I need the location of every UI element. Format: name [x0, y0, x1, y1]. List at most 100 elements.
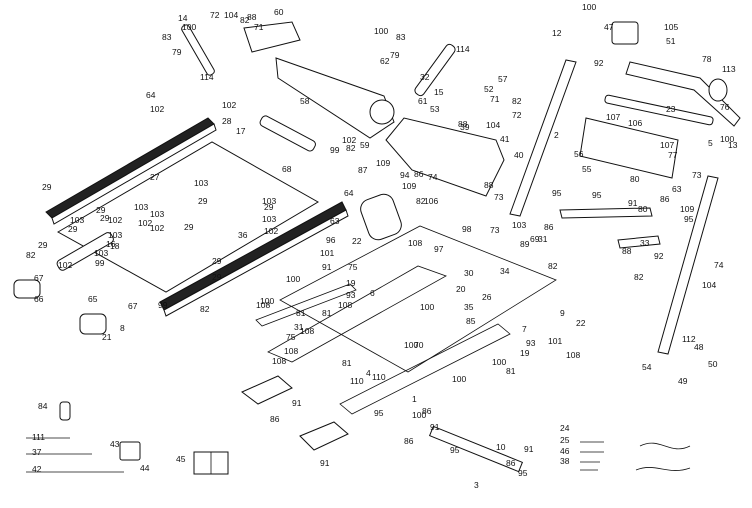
callout-label: 79: [172, 47, 182, 57]
callout-label: 95: [552, 188, 562, 198]
callout-label: 12: [552, 28, 562, 38]
callout-label: 80: [638, 204, 648, 214]
callout-label: 104: [486, 120, 500, 130]
callout-label: 108: [338, 300, 352, 310]
callout-label: 82: [634, 272, 644, 282]
callout-label: 40: [514, 150, 524, 160]
motor-hood: [275, 57, 395, 139]
callout-label: 86: [544, 222, 554, 232]
callout-label: 45: [176, 454, 186, 464]
callout-label: 106: [628, 118, 642, 128]
callout-label: 103: [512, 220, 526, 230]
callout-label: 92: [594, 58, 604, 68]
foot-right: [299, 421, 349, 451]
callout-label: 93: [346, 290, 356, 300]
callout-label: 29: [38, 240, 48, 250]
callout-label: 26: [482, 292, 492, 302]
safety-key-ring: [708, 78, 728, 102]
callout-label: 76: [720, 102, 730, 112]
callout-label: 8: [120, 323, 125, 333]
callout-label: 111: [32, 432, 45, 442]
callout-label: 29: [100, 213, 110, 223]
callout-label: 56: [574, 149, 584, 159]
callout-label: 73: [490, 225, 500, 235]
callout-label: 92: [654, 251, 664, 261]
callout-label: 103: [108, 230, 122, 240]
motor-cover-bracket: [243, 21, 301, 53]
callout-label: 82: [200, 304, 210, 314]
motor-shaft: [181, 24, 215, 76]
callout-label: 102: [150, 104, 164, 114]
callout-label: 38: [560, 456, 570, 466]
motor-tube: [414, 43, 456, 97]
left-deck-rail: [45, 117, 217, 225]
callout-label: 108: [272, 356, 286, 366]
callout-label: 81: [342, 358, 352, 368]
callout-label: 49: [678, 376, 688, 386]
callout-label: 29: [212, 256, 222, 266]
callout-label: 105: [664, 22, 678, 32]
callout-label: 17: [236, 126, 246, 136]
callout-label: 98: [462, 224, 472, 234]
motor-housing: [385, 117, 505, 197]
callout-label: 102: [150, 223, 164, 233]
callout-label: 89: [520, 239, 530, 249]
callout-label: 6: [370, 288, 375, 298]
callout-label: 64: [344, 188, 354, 198]
callout-label: 31: [294, 322, 304, 332]
callout-label: 29: [212, 272, 222, 282]
callout-label: 99: [158, 300, 168, 310]
callout-label: 75: [286, 332, 296, 342]
callout-label: 100: [260, 296, 274, 306]
callout-label: 100: [404, 340, 418, 350]
callout-label: 103: [262, 214, 276, 224]
callout-label: 88: [458, 119, 468, 129]
side-arm: [559, 207, 661, 249]
bolt-set: [26, 437, 604, 473]
callout-label: 39: [460, 122, 470, 132]
rear-roller: [259, 115, 316, 152]
callout-label: 109: [680, 204, 694, 214]
front-roller: [56, 232, 114, 271]
callout-label: 114: [200, 72, 214, 82]
callout-label: 109: [376, 158, 390, 168]
power-cord: [635, 442, 691, 471]
right-upright: [657, 175, 719, 355]
callout-label: 27: [150, 172, 160, 182]
callout-label: 110: [350, 376, 364, 386]
callout-label: 100: [720, 134, 734, 144]
callout-label: 69: [530, 234, 540, 244]
callout-label: 100: [492, 357, 506, 367]
callout-label: 100: [286, 274, 300, 284]
manual-book: [193, 451, 229, 475]
callout-label: 99: [330, 145, 340, 155]
callout-label: 29: [184, 222, 194, 232]
callout-label: 82: [26, 250, 36, 260]
callout-label: 109: [402, 181, 416, 191]
callout-label: 95: [518, 468, 528, 478]
callout-label: 72: [512, 110, 522, 120]
callout-label: 53: [430, 104, 440, 114]
base-cross-tube: [428, 425, 524, 473]
callout-label: 74: [714, 260, 724, 270]
callout-label: 13: [728, 140, 738, 150]
callout-label: 112: [682, 334, 696, 344]
callout-label: 86: [506, 458, 516, 468]
callout-label: 29: [198, 196, 208, 206]
callout-label: 83: [162, 32, 172, 42]
callout-label: 43: [110, 439, 120, 449]
callout-label: 102: [222, 100, 236, 110]
callout-label: 102: [58, 260, 72, 270]
callout-label: 100: [582, 2, 596, 12]
callout-label: 103: [150, 209, 164, 219]
main-frame: [255, 225, 557, 415]
callout-label: 95: [684, 214, 694, 224]
callout-label: 55: [582, 164, 592, 174]
callout-label: 91: [524, 444, 534, 454]
callout-label: 100: [182, 22, 196, 32]
callout-label: 41: [500, 134, 510, 144]
callout-label: 33: [640, 238, 650, 248]
right-deck-rail: [159, 201, 349, 317]
callout-label: 62: [380, 56, 390, 66]
callout-label: 61: [418, 96, 428, 106]
